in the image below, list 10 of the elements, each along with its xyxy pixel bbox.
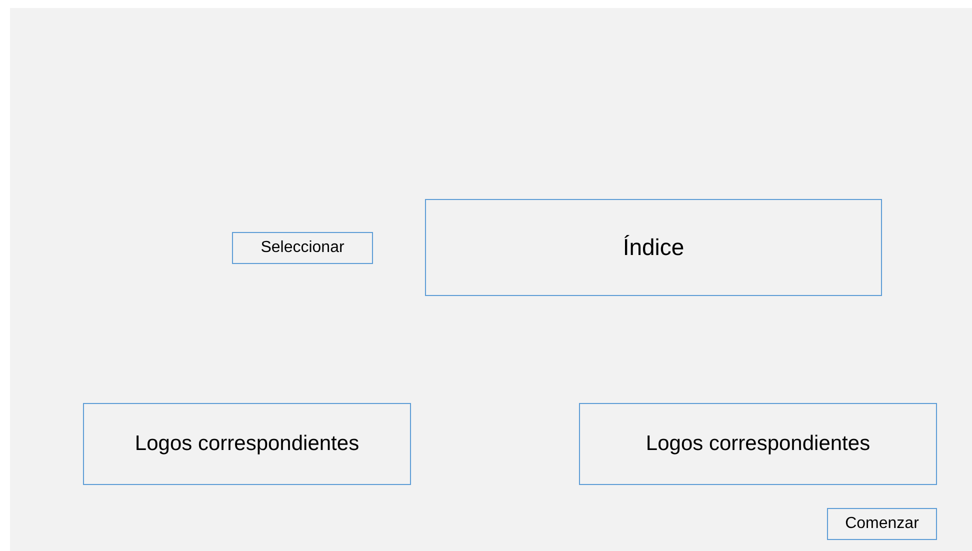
box-label: Comenzar [845, 515, 919, 533]
box-label: Seleccionar [260, 239, 344, 257]
box-label: Logos correspondientes [134, 432, 360, 456]
text-box [83, 403, 411, 485]
text-box [232, 232, 373, 264]
box-label: Logos correspondientes [646, 432, 870, 456]
text-box [425, 199, 882, 296]
box-label: Índice [622, 234, 684, 261]
text-box [827, 508, 937, 540]
text-box [579, 403, 937, 485]
